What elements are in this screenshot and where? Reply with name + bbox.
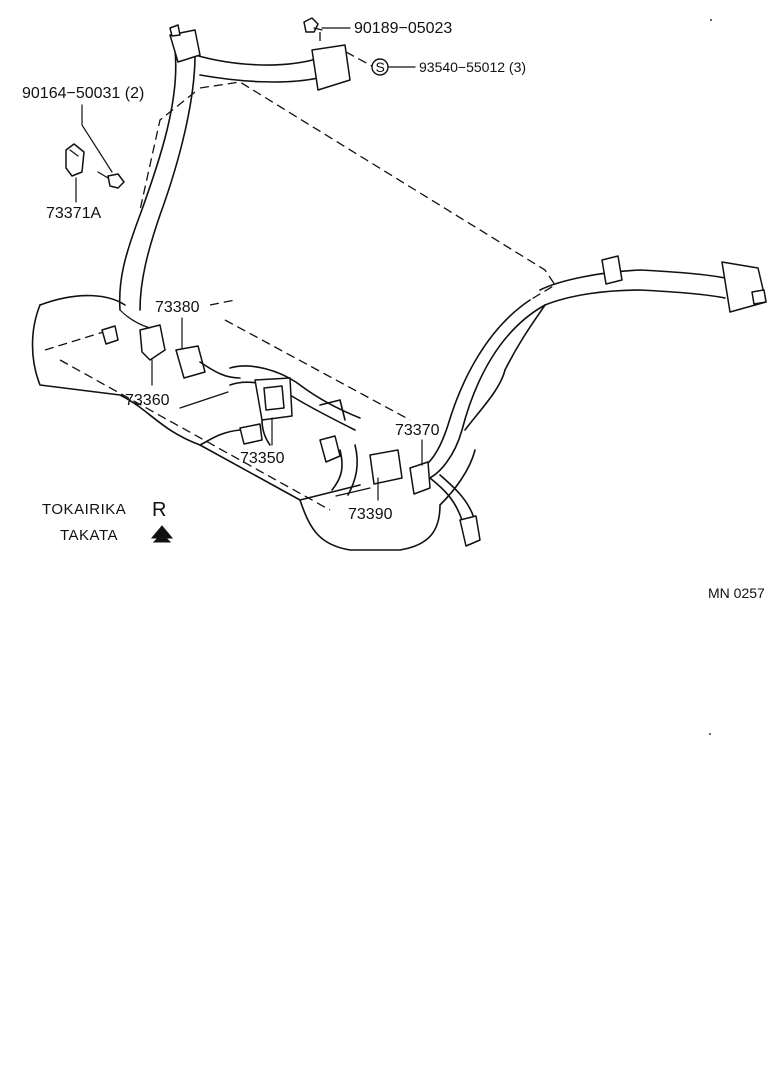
takata-mark-icon xyxy=(150,525,174,543)
bolt-90189-icon xyxy=(303,17,323,33)
seat-back-outline xyxy=(139,81,556,306)
label-73371A: 73371A xyxy=(46,205,101,222)
label-73360: 73360 xyxy=(125,392,170,409)
seat-cushion-outline xyxy=(31,294,546,551)
label-90164: 90164−50031 (2) xyxy=(22,85,144,102)
center-belt-73350-icon xyxy=(229,365,361,446)
leader-90164 xyxy=(81,104,113,173)
legend-takata-label: TAKATA xyxy=(60,527,118,544)
label-90189: 90189−05023 xyxy=(354,20,452,37)
figure-code: MN 0257 xyxy=(708,585,765,601)
label-73350: 73350 xyxy=(240,450,285,467)
svg-text:S: S xyxy=(376,59,385,75)
scan-speck xyxy=(709,733,711,735)
s-marker-icon: S xyxy=(371,58,389,76)
label-73380: 73380 xyxy=(155,299,200,316)
right-shoulder-belt xyxy=(409,255,767,547)
leader-93540-dash xyxy=(345,51,373,67)
bolt-90164-icon xyxy=(97,171,125,189)
label-93540: 93540−55012 (3) xyxy=(419,59,526,75)
buckle-73390-icon xyxy=(319,435,403,497)
legend-tokairika-symbol: R xyxy=(152,499,167,521)
label-73390: 73390 xyxy=(348,506,393,523)
leader-73360-b xyxy=(179,391,229,409)
guide-73371A-icon xyxy=(65,143,85,177)
anchor-73360-icon xyxy=(101,309,166,361)
label-73370: 73370 xyxy=(395,422,440,439)
buckle-73380-icon xyxy=(175,345,241,379)
legend: TOKAIRIKA R TAKATA xyxy=(42,499,174,544)
scan-speck xyxy=(710,19,712,21)
legend-tokairika-label: TOKAIRIKA xyxy=(42,501,126,518)
left-shoulder-belt xyxy=(118,24,351,311)
